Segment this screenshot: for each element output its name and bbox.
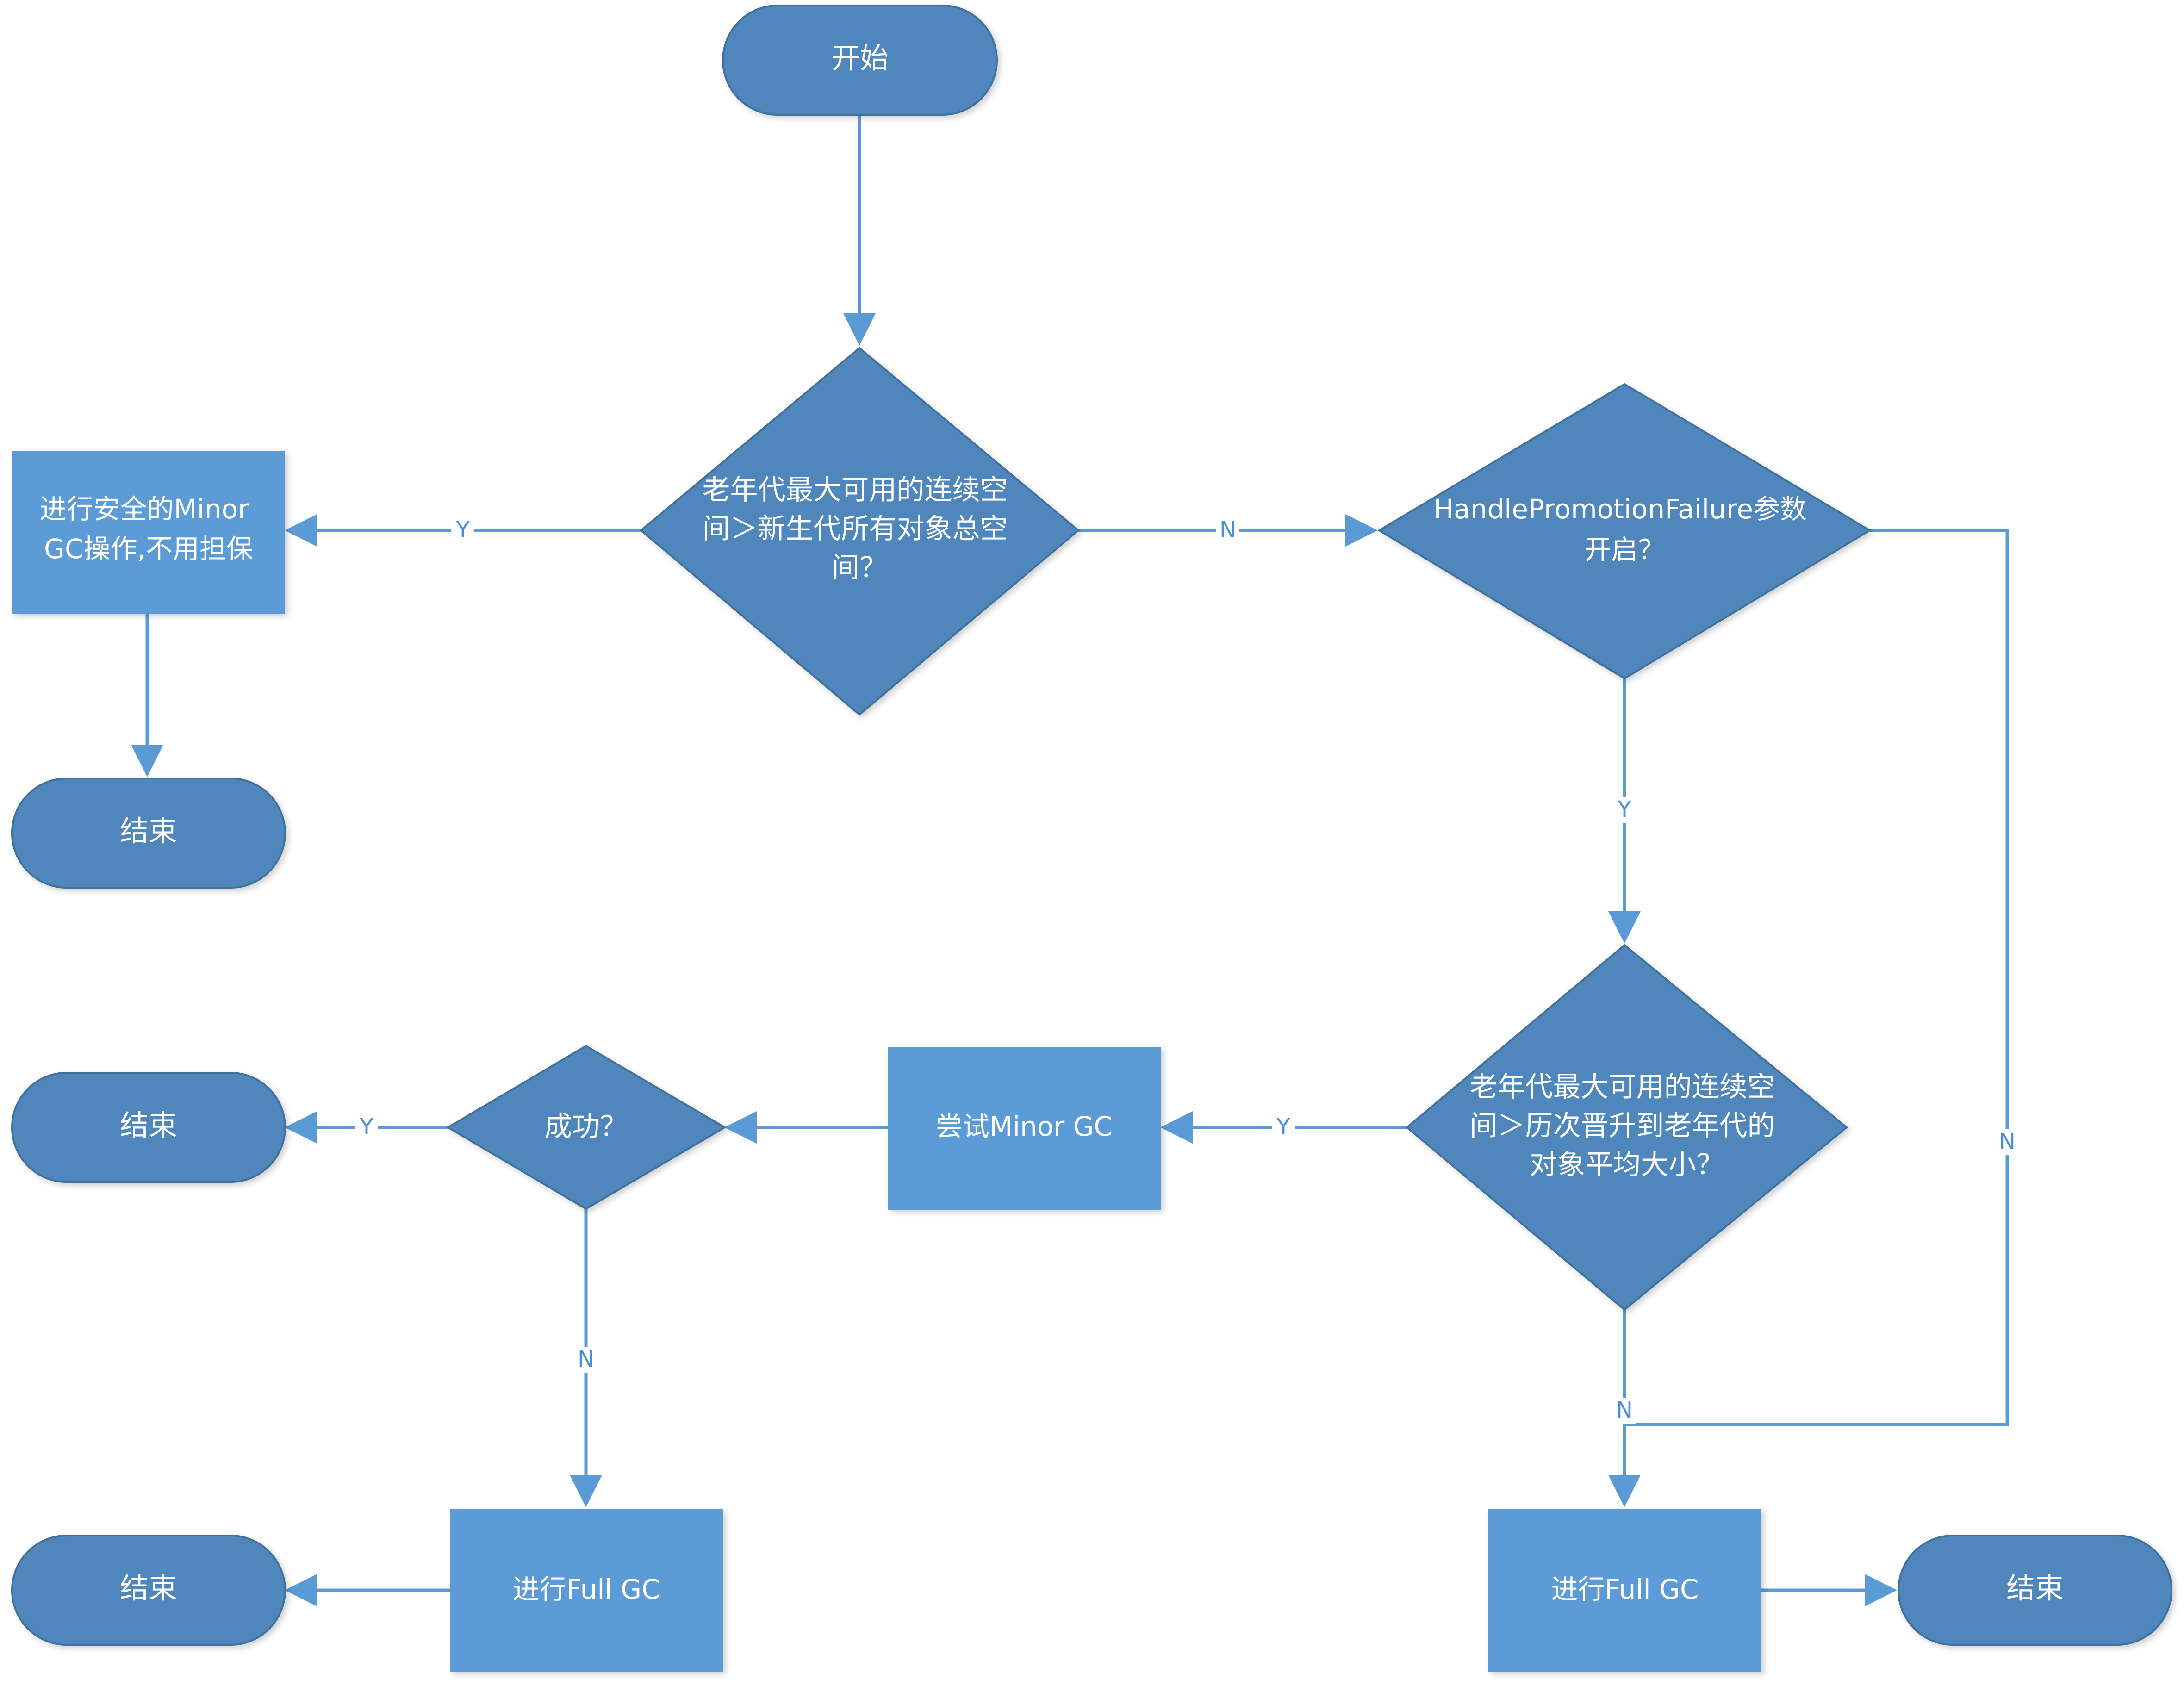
edge-label-d4-yes: Y <box>359 1114 373 1140</box>
process-try-minor-gc: 尝试Minor GC <box>888 1047 1161 1210</box>
edge-label-d1-no: N <box>1220 517 1236 543</box>
edge-labels: Y N Y N Y N Y N <box>355 517 2019 1424</box>
edge-label-d2-yes: Y <box>1617 796 1631 822</box>
edge-label-d2-no: N <box>1999 1129 2016 1155</box>
edge-label-d3-yes: Y <box>1276 1114 1290 1140</box>
decision-success: 成功？ <box>446 1045 727 1210</box>
process-full-gc-right: 进行Full GC <box>1488 1509 1761 1672</box>
decision-1-line-3: 间？ <box>832 552 887 584</box>
end-2-label: 结束 <box>120 1108 177 1142</box>
decision-3-line-3: 对象平均大小？ <box>1530 1149 1724 1181</box>
decision-2-line-1: HandlePromotionFailure参数 <box>1434 493 1807 525</box>
end-3-label: 结束 <box>120 1571 177 1605</box>
decision-2-line-2: 开启？ <box>1584 534 1665 566</box>
edges <box>131 115 2009 1606</box>
decision-handle-promotion-failure: HandlePromotionFailure参数 开启？ <box>1377 383 1872 680</box>
decision-3-line-1: 老年代最大可用的连续空 <box>1469 1071 1775 1103</box>
svg-text:老年代最大可用的连续空 间＞新生代所有对象总空: 老年代最大可用的连续空 间＞新生代所有对象总空 间？ <box>702 474 1016 584</box>
decision-4-label: 成功？ <box>544 1111 628 1143</box>
process-full-gc-left: 进行Full GC <box>450 1509 723 1672</box>
end-terminal-1: 结束 <box>11 778 286 889</box>
end-1-label: 结束 <box>120 814 177 848</box>
full-gc-right-label: 进行Full GC <box>1551 1574 1699 1605</box>
decision-1-line-1: 老年代最大可用的连续空 <box>702 474 1008 506</box>
start-terminal: 开始 <box>722 5 998 116</box>
safe-minor-gc-line-1: 进行安全的Minor <box>40 493 249 525</box>
end-terminal-4: 结束 <box>1898 1535 2172 1646</box>
decision-old-gen-vs-young-total: 老年代最大可用的连续空 间＞新生代所有对象总空 间？ <box>639 347 1080 716</box>
decision-old-gen-vs-avg-promotion: 老年代最大可用的连续空 间＞历次晋升到老年代的 对象平均大小？ <box>1405 944 1848 1311</box>
end-4-label: 结束 <box>2006 1571 2064 1605</box>
edge-label-d3-no: N <box>1616 1397 1633 1423</box>
svg-text:进行安全的Minor GC操作,不用担保: 进行安全的Minor GC操作,不用担保 <box>40 493 258 565</box>
svg-text:HandlePromotionFailure参数: HandlePromotionFailure参数 开启？ <box>1434 493 1816 566</box>
edge-d2-no-to-full <box>1624 529 2009 1426</box>
edge-label-d1-yes: Y <box>455 517 470 543</box>
decision-1-line-2: 间＞新生代所有对象总空 <box>702 513 1008 545</box>
end-terminal-2: 结束 <box>11 1072 286 1183</box>
decision-3-line-2: 间＞历次晋升到老年代的 <box>1469 1110 1775 1142</box>
edge-label-d4-no: N <box>578 1346 594 1372</box>
start-label: 开始 <box>831 41 889 75</box>
svg-text:老年代最大可用的连续空 间＞历次晋升到老年代的: 老年代最大可用的连续空 间＞历次晋升到老年代的 对象平均大小？ <box>1469 1071 1784 1181</box>
end-terminal-3: 结束 <box>11 1535 286 1646</box>
full-gc-left-label: 进行Full GC <box>512 1574 660 1605</box>
try-minor-gc-label: 尝试Minor GC <box>936 1111 1113 1142</box>
safe-minor-gc-line-2: GC操作,不用担保 <box>44 533 253 565</box>
process-safe-minor-gc: 进行安全的Minor GC操作,不用担保 <box>12 451 285 614</box>
